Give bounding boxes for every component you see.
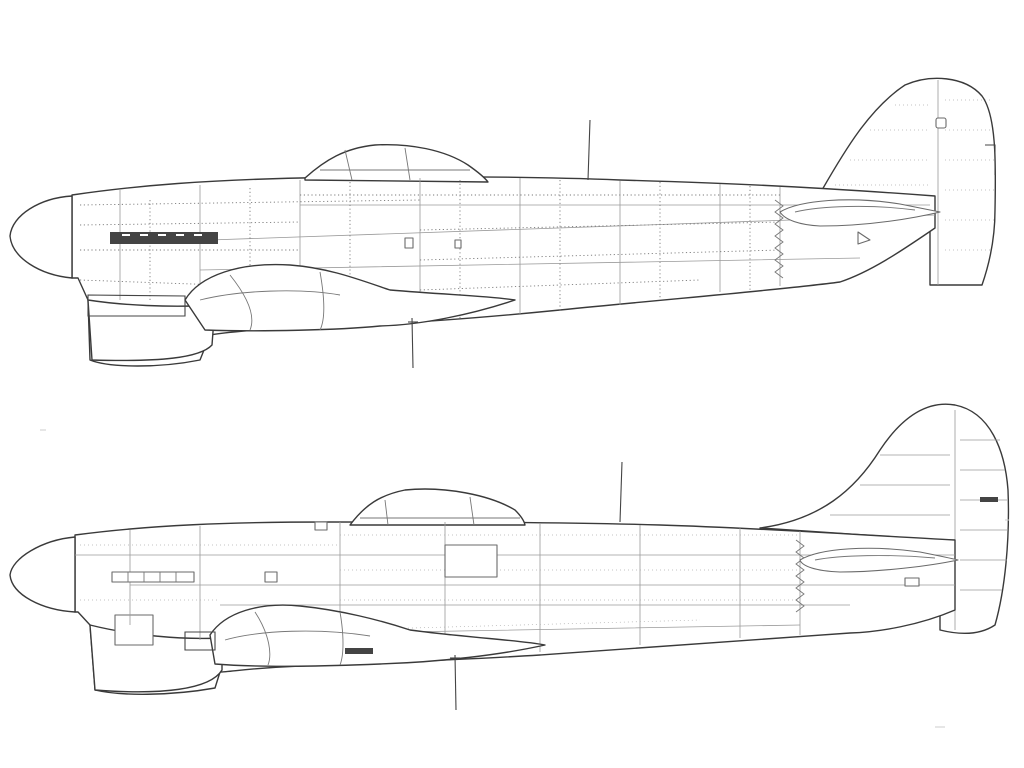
lower-wing-root (209, 604, 546, 667)
upper-aircraft-side-view (9, 77, 997, 369)
lower-gun-bays (111, 571, 195, 583)
lower-canopy (349, 488, 526, 526)
upper-tailplane (779, 199, 941, 227)
lower-aircraft-side-view (9, 403, 1010, 711)
upper-gun-ports (110, 232, 218, 244)
upper-tail-fin (821, 77, 997, 286)
lower-spinner (9, 536, 76, 613)
lower-tailplane (799, 547, 959, 573)
upper-canopy (304, 143, 489, 183)
upper-wing-root (184, 263, 516, 332)
scan-artifacts (40, 429, 1009, 728)
upper-chin-radiator (87, 299, 216, 362)
upper-spinner (9, 195, 73, 279)
